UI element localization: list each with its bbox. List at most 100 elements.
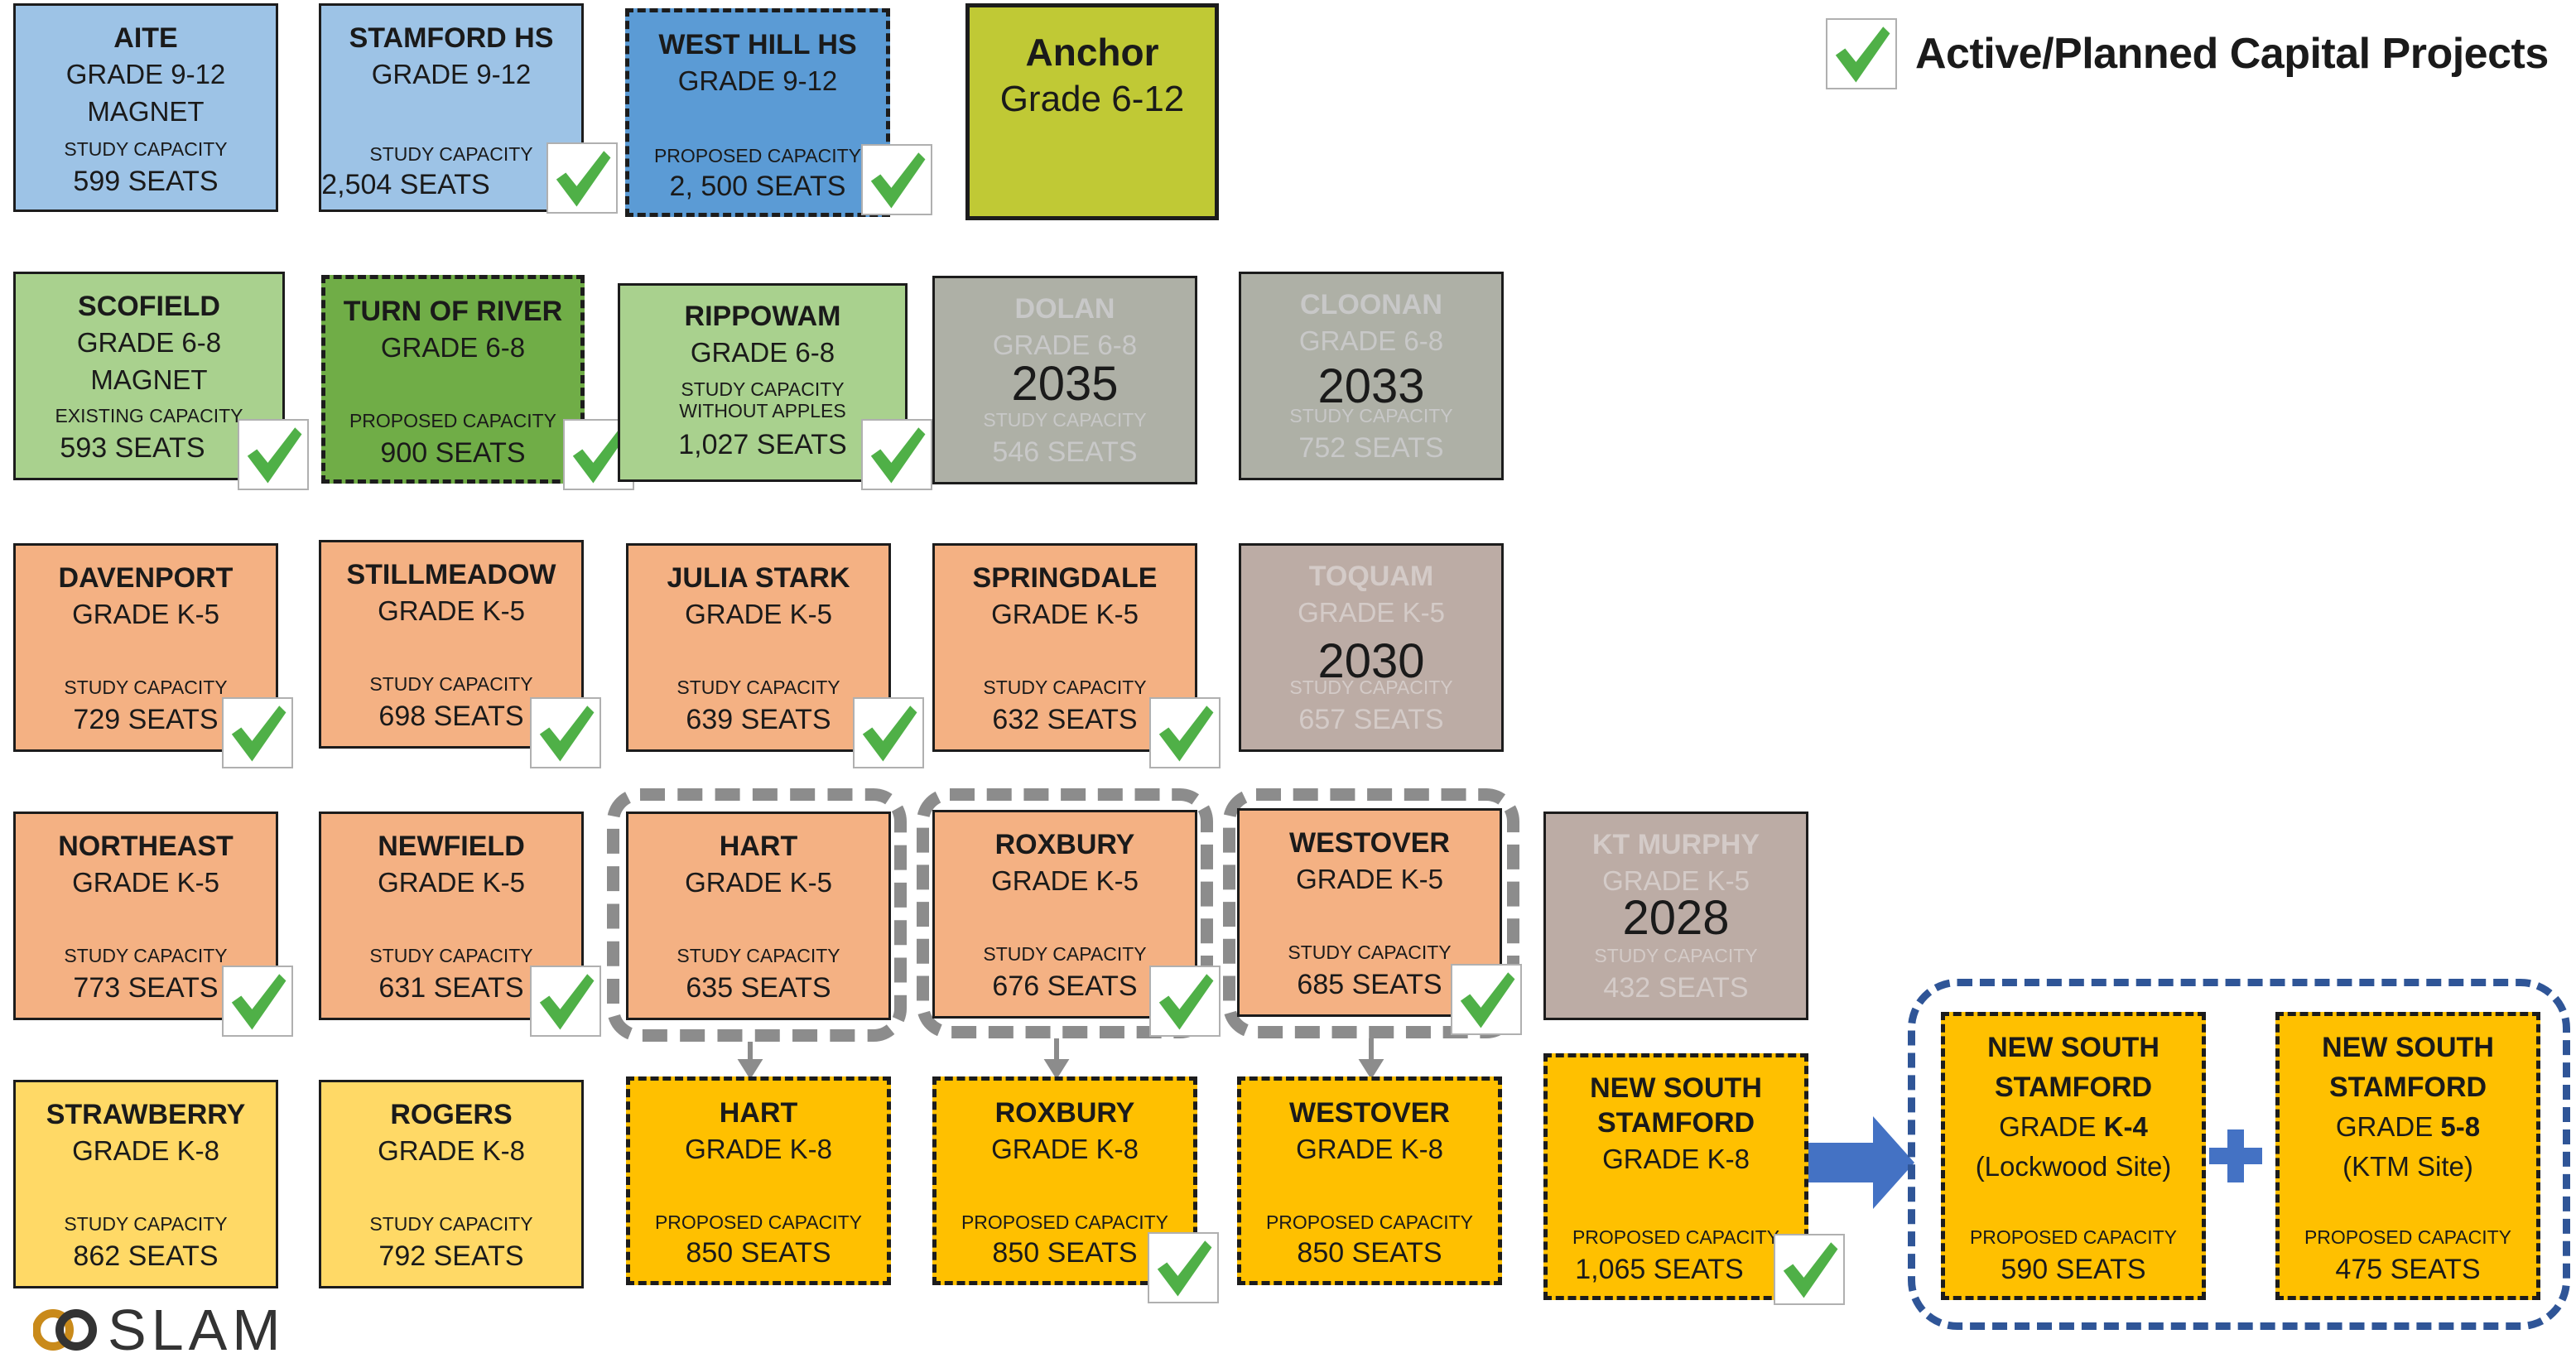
- capacity-seats: 862 SEATS: [73, 1240, 219, 1272]
- slam-logo-icon: [33, 1309, 97, 1351]
- school-grade: GRADE K-8: [991, 1134, 1139, 1164]
- green-checkmark-icon: [861, 144, 932, 215]
- school-grade: Grade 6-12: [999, 79, 1185, 119]
- school-grade: GRADE K-5: [1296, 864, 1443, 894]
- school-grade: GRADE 6-8: [76, 327, 222, 358]
- capacity-label: PROPOSED CAPACITY: [961, 1211, 1169, 1233]
- capacity-label: STUDY CAPACITY: [64, 138, 228, 160]
- school-name: ROXBURY: [994, 829, 1135, 860]
- school-grade: GRADE K-8: [1296, 1134, 1443, 1164]
- capacity-label: STUDY CAPACITY: [369, 673, 533, 695]
- grade-prefix: GRADE: [2335, 1111, 2441, 1142]
- capacity-seats: 752 SEATS: [1298, 432, 1444, 464]
- capacity-label: STUDY CAPACITY: [369, 143, 533, 165]
- capacity-label: PROPOSED CAPACITY: [1265, 1211, 1474, 1233]
- school-grade: GRADE K-5: [991, 865, 1139, 896]
- school-name: SCOFIELD: [78, 291, 220, 322]
- grade-range: K-4: [2103, 1111, 2148, 1142]
- school-name: CLOONAN: [1300, 289, 1442, 320]
- capacity-label: PROPOSED CAPACITY: [2304, 1226, 2512, 1248]
- green-checkmark-icon: [1149, 966, 1221, 1037]
- school-name: ROGERS: [390, 1099, 513, 1130]
- school-card-aite: AITE GRADE 9-12 MAGNET STUDY CAPACITY 59…: [13, 3, 278, 212]
- capacity-label: STUDY CAPACITY: [677, 677, 840, 698]
- capacity-seats: 590 SEATS: [2001, 1254, 2146, 1285]
- school-name: DOLAN: [1014, 293, 1115, 325]
- capacity-label: STUDY CAPACITY: [1288, 942, 1452, 963]
- school-grade: GRADE 6-8: [992, 330, 1138, 360]
- school-grade: GRADE K-4: [1945, 1107, 2202, 1147]
- school-grade: GRADE 6-8: [690, 337, 835, 368]
- green-checkmark-icon: [546, 142, 618, 214]
- school-card-strawberry: STRAWBERRY GRADE K-8 STUDY CAPACITY 862 …: [13, 1080, 278, 1288]
- green-checkmark-icon: [1826, 18, 1897, 89]
- capacity-seats: 792 SEATS: [378, 1240, 524, 1272]
- school-name: JULIA STARK: [667, 562, 850, 594]
- green-checkmark-icon: [1149, 697, 1221, 768]
- capacity-label: STUDY CAPACITY: [1289, 677, 1453, 698]
- school-grade: GRADE 9-12: [677, 65, 838, 96]
- school-name: WESTOVER: [1289, 1097, 1450, 1129]
- capacity-label: STUDY CAPACITY: [64, 1213, 228, 1235]
- school-name: WEST HILL HS: [658, 29, 857, 60]
- closure-year: 2033: [1317, 359, 1425, 413]
- capacity-label: EXISTING CAPACITY: [55, 405, 243, 426]
- closure-year: 2030: [1317, 634, 1425, 688]
- school-name: NEW SOUTH STAMFORD: [1590, 1072, 1762, 1139]
- capacity-seats: 900 SEATS: [380, 437, 526, 469]
- school-card-anchor: Anchor Grade 6-12: [965, 3, 1219, 220]
- capacity-label: STUDY CAPACITY: [1594, 945, 1758, 966]
- school-card-new-south-k4: NEW SOUTH STAMFORD GRADE K-4 (Lockwood S…: [1941, 1012, 2206, 1300]
- school-name: KT MURPHY: [1591, 829, 1760, 860]
- conversion-group-hart: [607, 788, 907, 1042]
- school-grade: GRADE K-5: [72, 867, 219, 898]
- school-card-hart-k8: HART GRADE K-8 PROPOSED CAPACITY 850 SEA…: [626, 1076, 891, 1285]
- conversion-group-westover: [1223, 788, 1519, 1038]
- school-name: RIPPOWAM: [684, 301, 841, 332]
- capacity-seats: 599 SEATS: [73, 166, 219, 197]
- capacity-seats: 635 SEATS: [686, 972, 831, 1004]
- westover-down-arrow: [1358, 1038, 1384, 1080]
- closure-year: 2028: [1622, 891, 1730, 945]
- school-grade: GRADE K-5: [991, 599, 1139, 629]
- green-checkmark-icon: [853, 697, 924, 768]
- grade-range: 5-8: [2440, 1111, 2481, 1142]
- school-grade: GRADE K-8: [378, 1135, 525, 1166]
- school-card-turn-of-river: TURN OF RIVER GRADE 6-8 PROPOSED CAPACIT…: [321, 275, 585, 484]
- school-grade: GRADE K-5: [1298, 597, 1445, 628]
- school-name: ROXBURY: [994, 1097, 1135, 1129]
- capacity-label: STUDY CAPACITY: [1289, 405, 1453, 426]
- school-grade: GRADE 6-8: [1298, 325, 1444, 356]
- school-card-new-south-5-8: NEW SOUTH STAMFORD GRADE 5-8 (KTM Site) …: [2275, 1012, 2540, 1300]
- green-checkmark-icon: [1774, 1234, 1845, 1305]
- capacity-seats: 593 SEATS: [60, 432, 205, 464]
- school-name: STRAWBERRY: [46, 1099, 246, 1130]
- capacity-label: STUDY CAPACITY: [983, 409, 1147, 431]
- capacity-seats: 546 SEATS: [992, 436, 1138, 468]
- school-card-rogers: ROGERS GRADE K-8 STUDY CAPACITY 792 SEAT…: [319, 1080, 584, 1288]
- capacity-seats: 698 SEATS: [378, 701, 524, 732]
- new-south-stamford-split-group: [1908, 979, 2570, 1330]
- capacity-seats: 475 SEATS: [2335, 1254, 2481, 1285]
- legend: Active/Planned Capital Projects: [1826, 17, 2549, 91]
- capacity-label: STUDY CAPACITY: [369, 945, 533, 966]
- school-name: STILLMEADOW: [346, 559, 556, 590]
- green-checkmark-icon: [861, 419, 932, 490]
- school-grade: GRADE K-5: [378, 867, 525, 898]
- school-name: STAMFORD HS: [349, 22, 554, 54]
- school-grade: GRADE K-8: [685, 1134, 832, 1164]
- school-grade: GRADE K-8: [1602, 1144, 1750, 1174]
- school-designation: MAGNET: [90, 364, 208, 395]
- school-name: NEWFIELD: [378, 831, 525, 862]
- school-card-julia-stark: JULIA STARK GRADE K-5 STUDY CAPACITY 639…: [626, 543, 891, 752]
- capacity-label: STUDY CAPACITY: [369, 1213, 533, 1235]
- capacity-label: PROPOSED CAPACITY: [654, 1211, 863, 1233]
- capacity-seats: 773 SEATS: [73, 972, 219, 1004]
- capacity-seats: 639 SEATS: [686, 704, 831, 735]
- school-card-hart: HART GRADE K-5 STUDY CAPACITY 635 SEATS: [626, 812, 891, 1020]
- school-grade: GRADE K-8: [72, 1135, 219, 1166]
- green-checkmark-icon: [222, 697, 293, 768]
- school-grade: GRADE K-5: [378, 595, 525, 626]
- new-south-split-arrow: [1808, 1116, 1914, 1209]
- school-name: HART: [719, 831, 798, 862]
